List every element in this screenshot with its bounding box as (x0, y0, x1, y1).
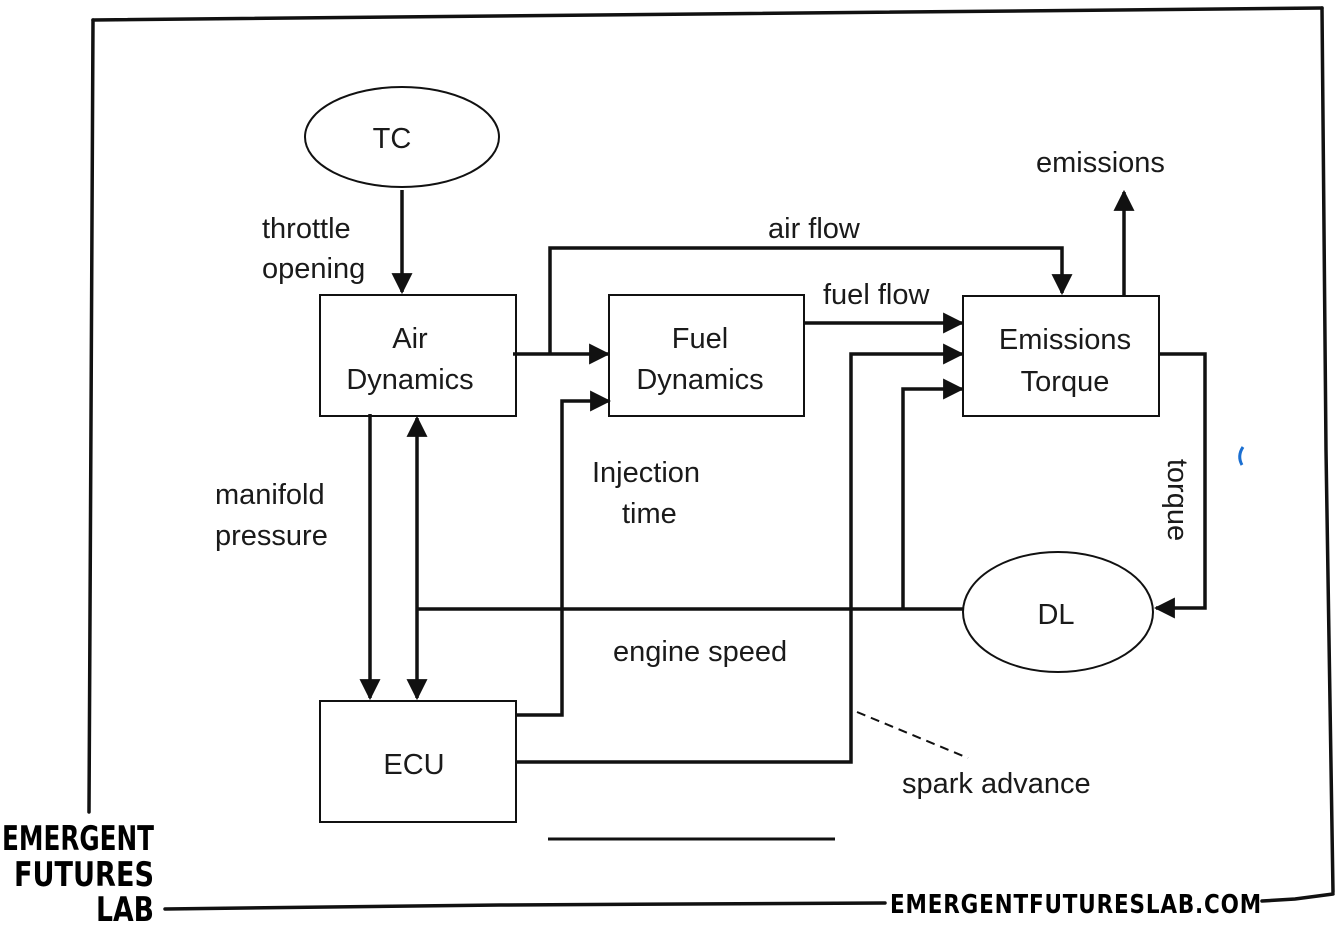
ecu-block: ECU (319, 700, 517, 823)
injection-time-label-1: Injection (592, 457, 700, 489)
spark-advance-leader (856, 711, 969, 759)
logo-line-1: EMERGENT (2, 819, 155, 859)
tc-label: TC (373, 123, 412, 155)
emissions-torque-label-1: Emissions (999, 324, 1131, 356)
air-dynamics-label-2: Dynamics (346, 364, 473, 396)
spark-advance-label: spark advance (902, 768, 1091, 800)
manifold-pressure-label-2: pressure (215, 520, 328, 552)
fuel-dynamics-label-1: Fuel (672, 323, 728, 355)
fuel-dynamics-block: Fuel Dynamics (608, 294, 805, 417)
injection-time-arrow (516, 390, 612, 717)
frame-border (87, 6, 1335, 911)
blue-mark (1238, 446, 1245, 466)
fuel-flow-label: fuel flow (823, 279, 930, 311)
air-dynamics-label-1: Air (392, 323, 428, 355)
manifold-pressure-label-1: manifold (215, 479, 325, 511)
injection-time-label-2: time (622, 498, 677, 530)
engine-speed-label: engine speed (613, 636, 787, 668)
emissions-label: emissions (1036, 147, 1165, 179)
air-flow-label: air flow (768, 213, 861, 245)
spark-advance-arrow (516, 343, 965, 764)
emissions-torque-label-2: Torque (1021, 366, 1110, 398)
ecu-label: ECU (383, 749, 444, 781)
fuel-dynamics-label-2: Dynamics (636, 364, 763, 396)
torque-arrow (1153, 352, 1207, 619)
emergent-futures-lab-logo: EMERGENT FUTURES LAB (2, 819, 155, 927)
throttle-opening-label-2: opening (262, 253, 365, 285)
dl-node: DL (962, 551, 1154, 673)
logo-line-3: LAB (96, 890, 154, 927)
air-flow-arrow (548, 246, 1073, 354)
logo-line-2: FUTURES (14, 855, 154, 895)
torque-label: torque (1161, 459, 1193, 541)
throttle-opening-label-1: throttle (262, 213, 351, 245)
dl-label: DL (1037, 599, 1074, 631)
website-url: EMERGENTFUTURESLAB.COM (890, 890, 1262, 920)
air-dynamics-block: Air Dynamics (319, 294, 517, 417)
engine-speed-to-emissions-arrow (901, 378, 965, 609)
emissions-torque-block: Emissions Torque (962, 295, 1160, 417)
tc-node: TC (304, 86, 500, 188)
